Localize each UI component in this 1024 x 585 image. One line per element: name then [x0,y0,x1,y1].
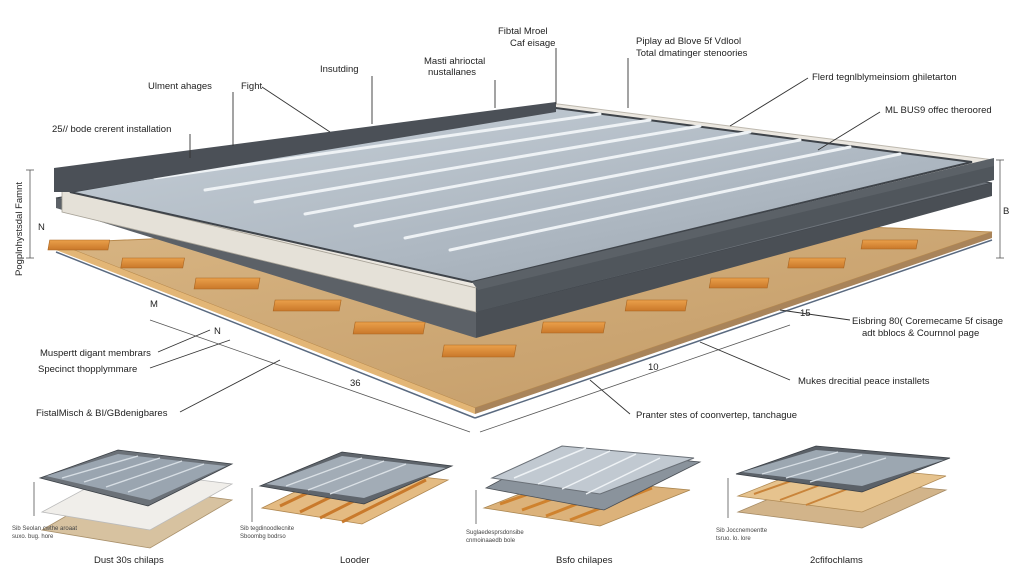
batten [540,321,606,334]
label-fight: Fight [241,81,262,92]
batten [787,257,846,269]
panel-ribs [153,112,902,252]
thumb-2-small-2: Sboombg bodrso [240,534,286,540]
label-playback: Piplay ad Blove 5f Vdlool [636,36,741,47]
label-dim-36: 36 [350,378,361,389]
thumbnail-3: Suglaedesprsdonsibe cnmoinaaedb bole Bsf… [466,445,702,566]
batten [352,321,426,335]
thumb-3-small-2: cnmoinaaedb bole [466,538,516,544]
batten [708,277,770,289]
thumb-1-small-2: suxo. bug. hore [12,534,54,540]
deck-edge-right [475,232,992,414]
label-fistal: FistalMisch & BI/GBdenigbares [36,408,168,419]
main-assembly [47,102,995,419]
label-specinct: Specinct thopplymmare [38,364,137,375]
membrane-edge-right [476,183,992,338]
panel-frame-right [476,160,994,312]
label-eisbring: Eisbring 80( Coremecame 5f cisage [852,316,1003,327]
thumb-3-caption: Bsfo chilapes [556,555,613,566]
thumb-2-caption: Looder [340,555,370,566]
label-fibral-model-sub: Caf eisage [510,38,555,49]
callout-labels: Fibtal Mroel Caf eisage Piplay ad Blove … [14,26,1009,421]
label-mukes: Mukes drecitial peace installets [798,376,930,387]
batten [624,299,688,312]
panel-front-lip [54,102,556,192]
batten [120,257,185,269]
thumb-1-caption: Dust 30s chilaps [94,555,164,566]
thumb-4-small-1: Sib Joccnemoentte [716,528,768,534]
label-masti: Masti ahrioctal [424,56,485,67]
thumb-3-small-1: Suglaedesprsdonsibe [466,530,524,536]
label-fierd: Flerd tegnlblymeinsiom ghiletarton [812,72,957,83]
batten [47,239,111,251]
deck-edge [56,243,475,414]
dimension-marks [26,159,1004,433]
thumb-4-caption: 2cfifochlams [810,555,863,566]
label-muspert: Muspertt digant membrars [40,348,151,359]
batten [860,239,919,250]
batten [193,277,261,290]
label-side-vertical: Pogplnhystsdal Famnt [14,182,25,276]
thumb-2-small-1: Sib tegdinoodlecnite [240,526,295,532]
label-n-mid: N [214,326,221,337]
label-ulment: Ulment ahages [148,81,212,92]
battens [47,239,919,358]
label-fibral-model: Fibtal Mroel [498,26,548,37]
label-dim-15: 15 [800,308,811,319]
thumbnail-1: Sib Seolan cwthe aroaat suxo. bug. hore … [12,449,234,566]
label-masti-sub: nustallanes [428,67,476,78]
label-ml-bus: ML BUS9 offec theroored [885,105,992,116]
label-dim-10: 10 [648,362,659,373]
thumb-1-small-1: Sib Seolan cwthe aroaat [12,526,77,532]
label-eisbring-sub: adt bblocs & Cournnol page [862,328,979,339]
batten [272,299,342,312]
leader-lines [149,48,881,415]
thumbnail-2: Sib tegdinoodlecnite Sboombg bodrso Lood… [240,451,454,566]
thumb-4-small-2: tsruo. lo. lore [716,536,751,542]
label-dim-n-left: N [38,222,45,233]
label-pranter: Pranter stes of coonvertep, tanchague [636,410,797,421]
label-mm-left: M [150,299,158,310]
label-installing: Insutding [320,64,359,75]
thumbnail-4: Sib Joccnemoentte tsruo. lo. lore 2cfifo… [716,445,951,566]
batten [441,344,517,358]
label-dim-b-right: B [1003,206,1009,217]
label-installation-25: 25// bode crerent installation [52,124,171,135]
panel-side-lip [472,158,994,290]
label-playback-sub: Total dmatinger stenoories [636,48,748,59]
